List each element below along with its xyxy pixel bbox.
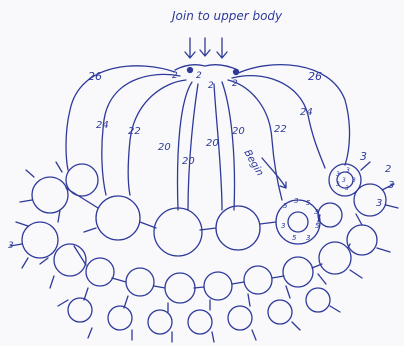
top-count-4: 2	[232, 79, 238, 89]
small-ring-count: 3	[345, 185, 349, 192]
label-outer-left: 26	[88, 70, 102, 83]
ring-base-6	[268, 300, 292, 324]
ring-right-mid	[318, 203, 342, 227]
ring-base-2	[108, 306, 132, 330]
ring-bottom-5	[283, 257, 313, 287]
ring-center-right	[216, 206, 260, 250]
ring-lower-left-3	[86, 258, 114, 286]
chain-connectors	[58, 188, 362, 288]
label-second-right: 24	[300, 107, 313, 118]
label-outer-right: 26	[308, 70, 322, 83]
ring-bottom-3	[204, 272, 232, 300]
label-third-right: 22	[274, 124, 287, 135]
arrow-down-icon	[200, 38, 210, 56]
begin-ring-count: 3	[306, 234, 310, 242]
label-inner-right: 20	[232, 126, 245, 137]
begin-ring-count: 5	[306, 199, 311, 207]
ring-bottom-2	[165, 273, 195, 303]
begin-ring-count: 5	[315, 222, 320, 230]
label-inner-left-lower: 20	[182, 156, 195, 167]
small-ring-count: 3	[352, 177, 356, 184]
strand-second-left	[102, 74, 180, 195]
ring-base-7	[306, 288, 330, 312]
ring-bottom-1	[126, 268, 154, 296]
arrow-down-icon	[185, 38, 195, 58]
ring-lower-left-2	[54, 244, 86, 276]
begin-ring-count: 3	[294, 197, 298, 205]
small-ring-count: 3	[336, 181, 340, 188]
ring-label-right-3: 3	[388, 180, 394, 191]
ring-lower-right-2	[347, 225, 377, 255]
ring-base-1	[68, 298, 92, 322]
begin-ring-count: 3	[281, 222, 285, 230]
top-count-1: 2	[172, 71, 178, 81]
top-count-3: 2	[208, 81, 214, 91]
top-count-2: 2	[196, 71, 202, 81]
ring-base-4	[188, 310, 212, 334]
label-second-left: 24	[96, 120, 109, 131]
small-ring-count: 3	[342, 177, 346, 184]
arrow-down-icon	[217, 38, 227, 58]
begin-ring-count: 3	[314, 208, 318, 216]
strand-inner-left-2	[188, 84, 198, 210]
small-ring-count: 3	[346, 167, 350, 174]
ring-far-left	[32, 177, 68, 213]
ring-label-right-4: 3	[376, 198, 382, 209]
ink-drawing: Join to upper body	[8, 9, 398, 342]
ring-lower-left	[22, 222, 58, 258]
ring-base-5	[228, 306, 252, 330]
strand-inner-left	[178, 82, 192, 210]
label-inner-left-upper: 20	[158, 142, 171, 153]
ring-label-right-2: 2	[385, 164, 391, 175]
join-point	[188, 68, 193, 73]
label-inner-right-center: 20	[206, 138, 219, 149]
top-join	[175, 65, 238, 70]
begin-ring-count: 5	[292, 234, 297, 242]
strand-outer-left	[66, 66, 175, 170]
ring-bottom-4	[244, 266, 272, 294]
ring-base-3	[148, 310, 172, 334]
begin-label: Begin	[241, 148, 265, 178]
strand-inner-right	[222, 82, 235, 210]
ring-lower-right	[319, 242, 351, 274]
small-ring-count: 3	[336, 171, 340, 178]
ring-label-right-1: 3	[360, 150, 367, 163]
strand-third-right	[228, 80, 282, 200]
ring-center-left	[154, 208, 202, 256]
title-label: Join to upper body	[170, 9, 283, 23]
chain-left-count: 3	[8, 241, 14, 251]
begin-ring-count: 5	[283, 202, 288, 210]
ring-left	[96, 196, 140, 240]
label-third-left: 22	[128, 126, 141, 137]
inner-ring-begin	[288, 212, 308, 232]
